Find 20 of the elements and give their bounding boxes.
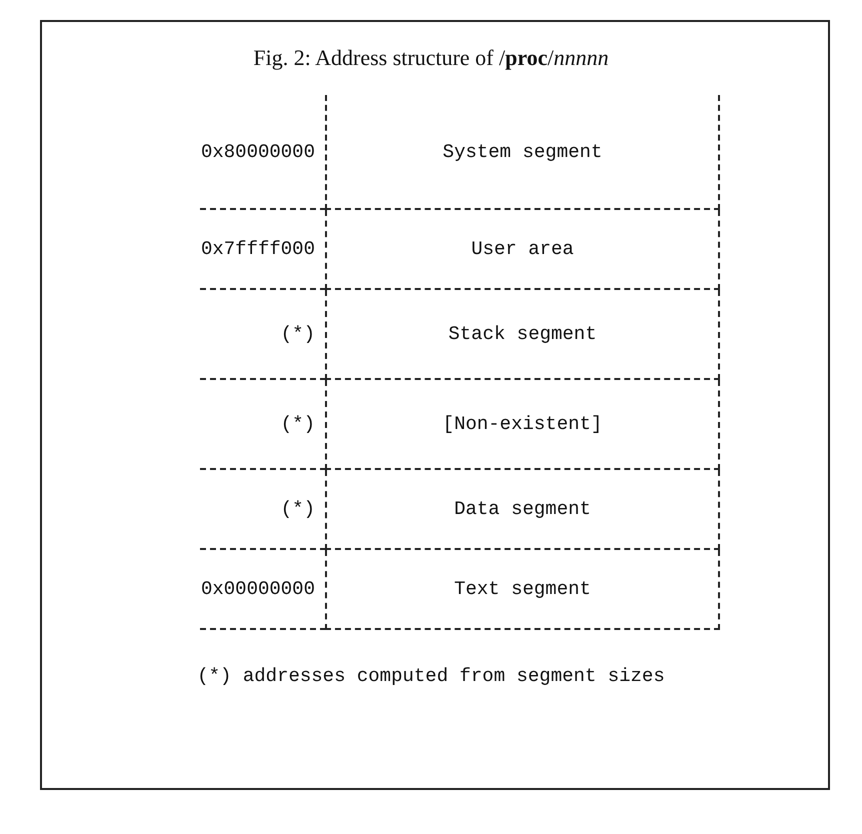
memory-segment <box>325 95 720 210</box>
segment-label: [Non-existent] <box>442 413 602 435</box>
address-label: 0x80000000 <box>200 140 315 162</box>
figure-title: Fig. 2: Address structure of /proc/nnnnn <box>252 45 610 71</box>
address-label: (*) <box>280 498 315 520</box>
segment-label: Stack segment <box>448 323 597 345</box>
memory-segment <box>325 380 720 470</box>
address-label: 0x00000000 <box>200 578 315 600</box>
address-label: (*) <box>280 413 315 435</box>
memory-segment <box>325 470 720 550</box>
footnote: (*) addresses computed from segment sizes <box>196 665 666 687</box>
address-label: 0x7ffff000 <box>200 238 315 260</box>
segment-label: Text segment <box>454 578 591 600</box>
segment-label: User area <box>471 238 574 260</box>
memory-segment <box>325 550 720 630</box>
address-label: (*) <box>280 323 315 345</box>
memory-segment <box>325 290 720 380</box>
segment-label: System segment <box>442 140 602 162</box>
segment-label: Data segment <box>454 498 591 520</box>
memory-segment <box>325 210 720 290</box>
